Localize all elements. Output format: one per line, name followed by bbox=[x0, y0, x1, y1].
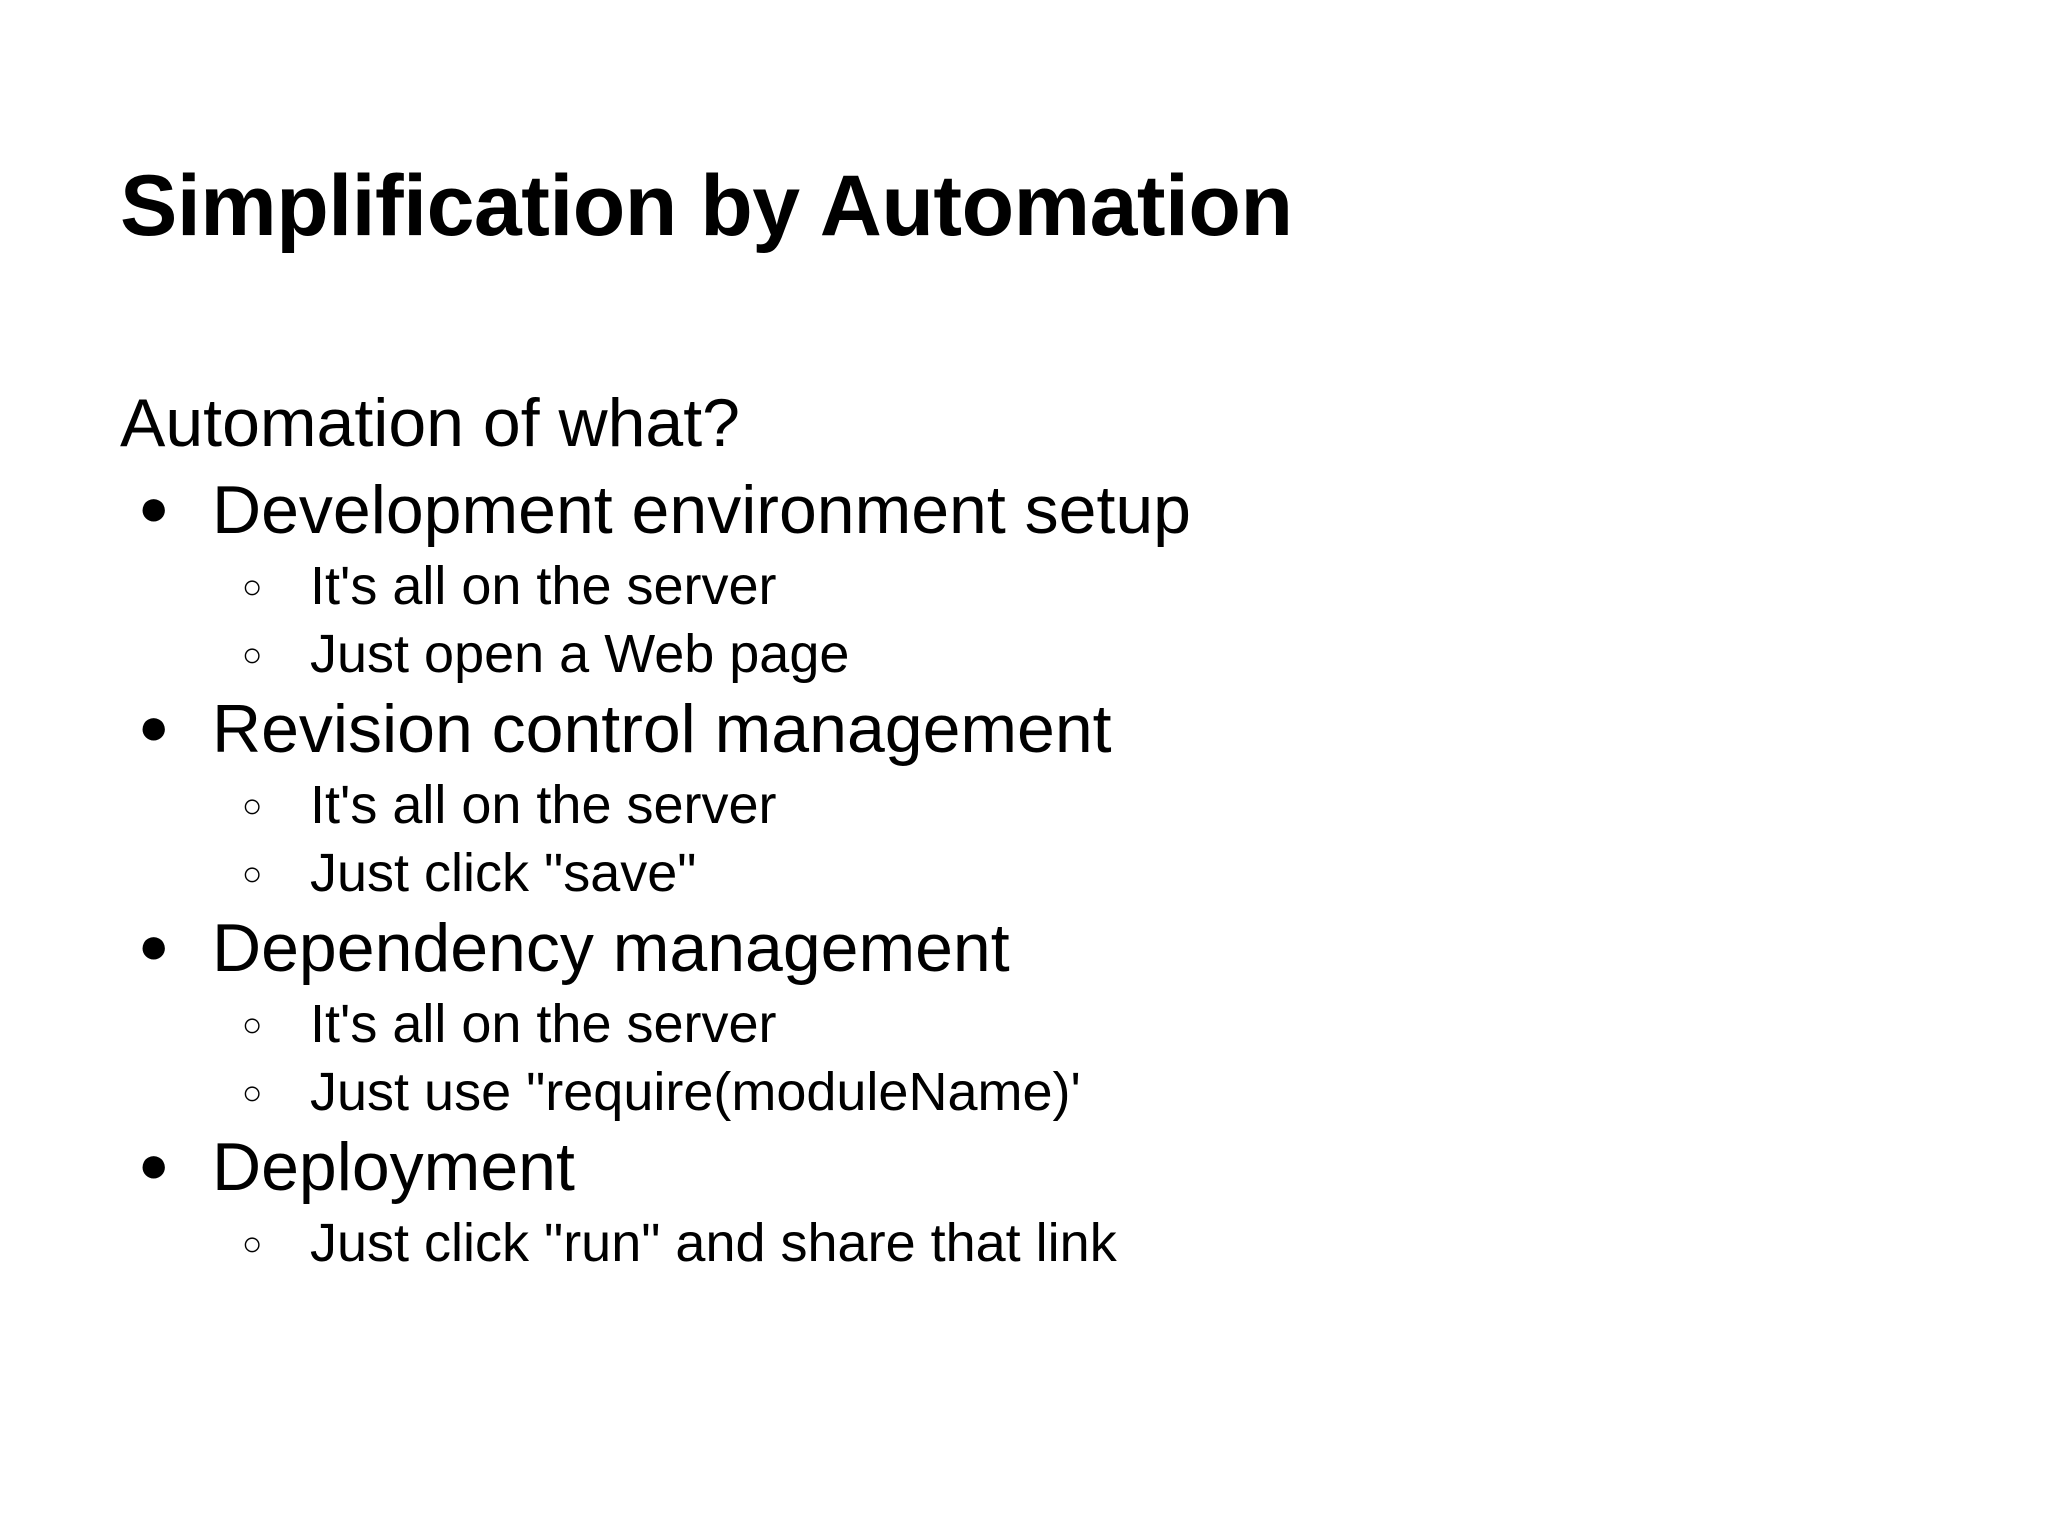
list-item: ● Development environment setup ○ It's a… bbox=[120, 469, 1960, 688]
slide-body: Automation of what? ● Development enviro… bbox=[120, 382, 1960, 1277]
lead-question: Automation of what? bbox=[120, 385, 740, 461]
circle-bullet-icon: ○ bbox=[242, 1073, 263, 1112]
disc-bullet-icon: ● bbox=[138, 916, 170, 975]
circle-bullet-icon: ○ bbox=[242, 786, 263, 825]
sub-bullet-row: ○ It's all on the server bbox=[120, 552, 1960, 620]
bullet-row-revision-control-management: ● Revision control management bbox=[120, 688, 1960, 771]
sub-bullet-label: Just use "require(moduleName)' bbox=[310, 1061, 1081, 1122]
bullet-row-dependency-management: ● Dependency management bbox=[120, 907, 1960, 990]
list-item: ○ It's all on the server bbox=[120, 771, 1960, 839]
disc-bullet-icon: ● bbox=[138, 478, 170, 537]
list-item: ○ Just open a Web page bbox=[120, 620, 1960, 688]
sub-bullet-row: ○ Just click "save" bbox=[120, 839, 1960, 907]
list-item: ● Dependency management ○ It's all on th… bbox=[120, 907, 1960, 1126]
sub-bullet-row: ○ Just click "run" and share that link bbox=[120, 1209, 1960, 1277]
sub-bullet-label: Just click "run" and share that link bbox=[310, 1212, 1117, 1273]
bullet-label: Dependency management bbox=[212, 909, 1010, 986]
sub-bullet-label: Just click "save" bbox=[310, 842, 697, 903]
list-item: ○ It's all on the server bbox=[120, 552, 1960, 620]
sub-bullet-row: ○ It's all on the server bbox=[120, 771, 1960, 839]
sub-bullet-label: Just open a Web page bbox=[310, 623, 850, 684]
circle-bullet-icon: ○ bbox=[242, 1224, 263, 1263]
bullet-list-level2: ○ It's all on the server ○ Just click "s… bbox=[120, 771, 1960, 907]
sub-bullet-row: ○ Just open a Web page bbox=[120, 620, 1960, 688]
bullet-list-level2: ○ It's all on the server ○ Just use "req… bbox=[120, 990, 1960, 1126]
circle-bullet-icon: ○ bbox=[242, 635, 263, 674]
circle-bullet-icon: ○ bbox=[242, 567, 263, 606]
sub-bullet-row: ○ It's all on the server bbox=[120, 990, 1960, 1058]
bullet-label: Development environment setup bbox=[212, 471, 1191, 548]
bullet-list-level1: ● Development environment setup ○ It's a… bbox=[120, 469, 1960, 1277]
list-item: ● Revision control management ○ It's all… bbox=[120, 688, 1960, 907]
bullet-row-development-environment-setup: ● Development environment setup bbox=[120, 469, 1960, 552]
circle-bullet-icon: ○ bbox=[242, 854, 263, 893]
sub-bullet-label: It's all on the server bbox=[310, 555, 777, 616]
list-item: ○ Just click "save" bbox=[120, 839, 1960, 907]
bullet-row-deployment: ● Deployment bbox=[120, 1126, 1960, 1209]
sub-bullet-label: It's all on the server bbox=[310, 993, 777, 1054]
sub-bullet-label: It's all on the server bbox=[310, 774, 777, 835]
bullet-label: Revision control management bbox=[212, 690, 1112, 767]
circle-bullet-icon: ○ bbox=[242, 1005, 263, 1044]
page-title: Simplification by Automation bbox=[120, 158, 1293, 254]
sub-bullet-row: ○ Just use "require(moduleName)' bbox=[120, 1058, 1960, 1126]
bullet-list-level2: ○ Just click "run" and share that link bbox=[120, 1209, 1960, 1277]
disc-bullet-icon: ● bbox=[138, 1136, 170, 1194]
list-item: ○ It's all on the server bbox=[120, 990, 1960, 1058]
list-item: ○ Just click "run" and share that link bbox=[120, 1209, 1960, 1277]
bullet-label: Deployment bbox=[212, 1129, 575, 1205]
list-item: ● Deployment ○ Just click "run" and shar… bbox=[120, 1126, 1960, 1277]
disc-bullet-icon: ● bbox=[138, 697, 170, 756]
bullet-list-level2: ○ It's all on the server ○ Just open a W… bbox=[120, 552, 1960, 688]
list-item: ○ Just use "require(moduleName)' bbox=[120, 1058, 1960, 1126]
